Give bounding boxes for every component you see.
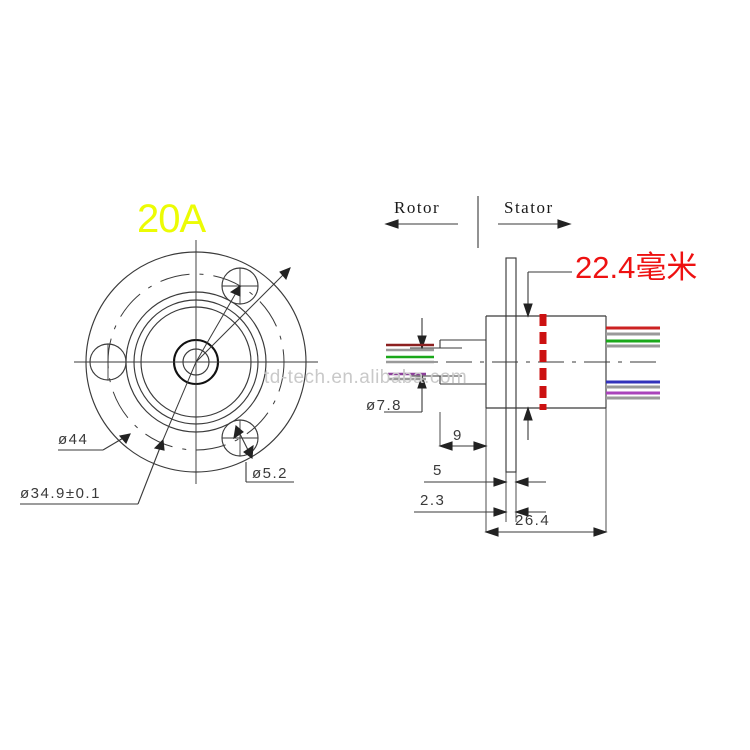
rotor-wire-bundle xyxy=(386,343,434,381)
shaft-diameter-leader xyxy=(384,318,427,413)
dim-shaft-diameter-label: ø7.8 xyxy=(366,397,403,414)
stator-wire-bundle-top xyxy=(606,326,660,348)
leader-pitch-diameter xyxy=(20,438,165,505)
rotor-shaft-outline xyxy=(410,347,462,377)
dim-pitch-diameter-label: ø34.9±0.1 xyxy=(20,485,101,502)
dim-hole-diameter-label: ø5.2 xyxy=(252,465,289,482)
front-view-diagonal-leaders xyxy=(162,267,291,441)
leader-outer-diameter xyxy=(58,433,131,451)
dim-2-3-line xyxy=(414,507,546,517)
site-watermark: td-tech.en.alibaba.com xyxy=(264,367,468,388)
dim-5-label: 5 xyxy=(433,462,443,479)
dim-26-4-label: 26.4 xyxy=(515,512,551,529)
dim-outer-diameter-label: ø44 xyxy=(58,431,89,448)
dim-9-label: 9 xyxy=(453,427,463,444)
leader-hole-diameter xyxy=(233,424,294,483)
length-callout-badge: 22.4毫米 xyxy=(575,250,698,285)
rotor-shoulder-outline xyxy=(439,339,486,385)
current-rating-badge: 20A xyxy=(137,197,206,241)
dim-26-4-line xyxy=(484,527,608,537)
rotor-label: Rotor xyxy=(394,198,441,217)
rotor-direction-arrow xyxy=(384,219,458,229)
stator-label: Stator xyxy=(504,198,554,217)
dimension-extension-lines xyxy=(439,408,607,532)
dim-5-line xyxy=(424,477,546,487)
dim-2-3-label: 2.3 xyxy=(420,492,446,509)
dim-9-line xyxy=(438,441,488,451)
flange-plate-outline xyxy=(505,257,517,473)
length-dimension-leader xyxy=(523,271,572,440)
stator-direction-arrow xyxy=(498,219,572,229)
stator-wire-bundle-bottom xyxy=(606,380,660,400)
